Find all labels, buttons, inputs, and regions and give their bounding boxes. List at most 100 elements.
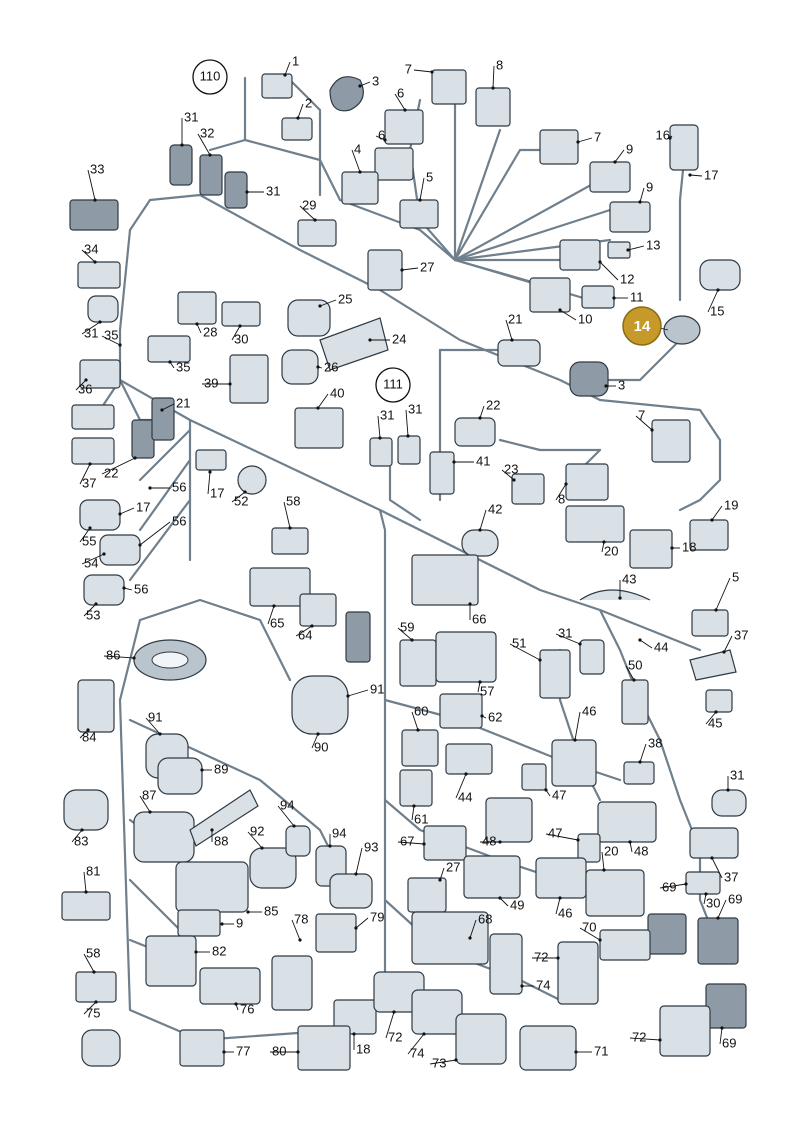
part-callout-48[interactable]: 48: [628, 840, 648, 858]
part-callout-83[interactable]: 83: [71, 828, 88, 848]
part-callout-23[interactable]: 23: [501, 461, 518, 482]
part-callout-20[interactable]: 20: [601, 540, 618, 558]
part-callout-52[interactable]: 52: [231, 490, 248, 508]
part-callout-72[interactable]: 72: [532, 949, 560, 964]
part-callout-56[interactable]: 56: [148, 479, 186, 494]
part-callout-65[interactable]: 65: [267, 604, 284, 630]
part-callout-31[interactable]: 31: [81, 320, 102, 340]
part-callout-20[interactable]: 20: [601, 843, 618, 872]
part-callout-86[interactable]: 86: [103, 647, 136, 662]
part-callout-35[interactable]: 35: [101, 327, 122, 347]
part-callout-44[interactable]: 44: [638, 638, 668, 654]
part-callout-94[interactable]: 94: [277, 797, 296, 828]
part-callout-78[interactable]: 78: [291, 911, 308, 942]
part-callout-51[interactable]: 51: [509, 635, 542, 662]
part-callout-7[interactable]: 7: [635, 407, 654, 432]
part-callout-38[interactable]: 38: [638, 735, 662, 764]
part-callout-91[interactable]: 91: [145, 709, 162, 736]
part-callout-93[interactable]: 93: [354, 839, 378, 876]
part-callout-92[interactable]: 92: [247, 823, 264, 850]
part-callout-40[interactable]: 40: [316, 385, 344, 410]
part-callout-56[interactable]: 56: [122, 581, 148, 596]
part-callout-9[interactable]: 9: [220, 915, 243, 930]
part-callout-74[interactable]: 74: [407, 1032, 426, 1060]
part-callout-79[interactable]: 79: [354, 909, 384, 930]
part-callout-80[interactable]: 80: [270, 1043, 300, 1058]
part-callout-91[interactable]: 91: [346, 681, 384, 698]
part-callout-21[interactable]: 21: [160, 395, 190, 412]
part-callout-49[interactable]: 49: [498, 896, 524, 912]
part-callout-3[interactable]: 3: [358, 73, 379, 88]
part-callout-64[interactable]: 64: [295, 624, 314, 642]
part-callout-73[interactable]: 73: [429, 1055, 458, 1070]
part-callout-36[interactable]: 36: [75, 378, 92, 396]
part-callout-15[interactable]: 15: [707, 288, 724, 318]
part-callout-31[interactable]: 31: [245, 183, 280, 198]
part-callout-46[interactable]: 46: [555, 896, 572, 920]
part-callout-44[interactable]: 44: [455, 772, 472, 804]
part-callout-37[interactable]: 37: [710, 856, 738, 884]
part-callout-18[interactable]: 18: [670, 539, 696, 554]
part-callout-48[interactable]: 48: [480, 833, 502, 848]
part-callout-66[interactable]: 66: [468, 602, 486, 626]
part-callout-74[interactable]: 74: [520, 977, 550, 992]
part-callout-1[interactable]: 1: [283, 53, 299, 77]
part-callout-31[interactable]: 31: [726, 767, 744, 792]
part-callout-58[interactable]: 58: [83, 945, 100, 974]
part-callout-62[interactable]: 62: [480, 709, 502, 724]
part-callout-4[interactable]: 4: [351, 141, 362, 174]
part-callout-17[interactable]: 17: [207, 470, 224, 500]
part-callout-88[interactable]: 88: [210, 828, 228, 848]
part-callout-16[interactable]: 16: [656, 127, 673, 142]
part-callout-61[interactable]: 61: [411, 804, 428, 826]
part-callout-27[interactable]: 27: [400, 259, 434, 274]
part-callout-25[interactable]: 25: [318, 291, 352, 308]
part-callout-26[interactable]: 26: [316, 359, 338, 374]
part-callout-5[interactable]: 5: [714, 569, 739, 612]
part-callout-17[interactable]: 17: [688, 167, 718, 182]
part-callout-9[interactable]: 9: [613, 141, 633, 164]
part-callout-37[interactable]: 37: [79, 462, 96, 490]
part-callout-41[interactable]: 41: [452, 453, 490, 468]
part-callout-53[interactable]: 53: [83, 602, 100, 622]
part-callout-21[interactable]: 21: [505, 311, 522, 342]
part-callout-69[interactable]: 69: [716, 891, 742, 920]
part-callout-47[interactable]: 47: [544, 787, 566, 802]
part-callout-35[interactable]: 35: [168, 359, 190, 374]
part-callout-28[interactable]: 28: [195, 322, 217, 339]
part-callout-85[interactable]: 85: [246, 903, 278, 918]
part-callout-30[interactable]: 30: [703, 892, 720, 910]
part-callout-29[interactable]: 29: [299, 197, 317, 222]
part-callout-33[interactable]: 33: [87, 161, 104, 202]
part-callout-17[interactable]: 17: [118, 499, 150, 516]
part-callout-9[interactable]: 9: [638, 179, 653, 204]
part-callout-10[interactable]: 10: [558, 308, 592, 326]
part-callout-55[interactable]: 55: [79, 526, 96, 548]
part-callout-22[interactable]: 22: [101, 456, 137, 480]
part-callout-59[interactable]: 59: [397, 619, 414, 642]
part-callout-22[interactable]: 22: [478, 397, 500, 420]
part-callout-69[interactable]: 69: [719, 1026, 736, 1050]
part-callout-6[interactable]: 6: [394, 85, 407, 112]
part-callout-34[interactable]: 34: [81, 241, 98, 264]
part-callout-89[interactable]: 89: [200, 761, 228, 776]
part-callout-5[interactable]: 5: [418, 169, 433, 202]
part-callout-54[interactable]: 54: [81, 552, 106, 570]
part-callout-71[interactable]: 71: [574, 1043, 608, 1058]
part-callout-67[interactable]: 67: [397, 833, 426, 848]
part-callout-7[interactable]: 7: [405, 61, 434, 76]
part-callout-60[interactable]: 60: [411, 703, 428, 732]
part-callout-68[interactable]: 68: [468, 911, 492, 940]
part-callout-56[interactable]: 56: [138, 513, 186, 547]
part-callout-31[interactable]: 31: [405, 401, 422, 438]
part-callout-84[interactable]: 84: [79, 728, 96, 744]
part-callout-8[interactable]: 8: [491, 57, 503, 90]
part-callout-30[interactable]: 30: [231, 324, 248, 346]
part-callout-3[interactable]: 3: [604, 377, 625, 392]
part-callout-82[interactable]: 82: [194, 943, 226, 958]
part-callout-57[interactable]: 57: [477, 680, 494, 698]
part-callout-12[interactable]: 12: [598, 260, 634, 286]
part-callout-32[interactable]: 32: [197, 125, 214, 157]
part-callout-24[interactable]: 24: [368, 331, 406, 346]
part-callout-39[interactable]: 39: [202, 375, 232, 390]
